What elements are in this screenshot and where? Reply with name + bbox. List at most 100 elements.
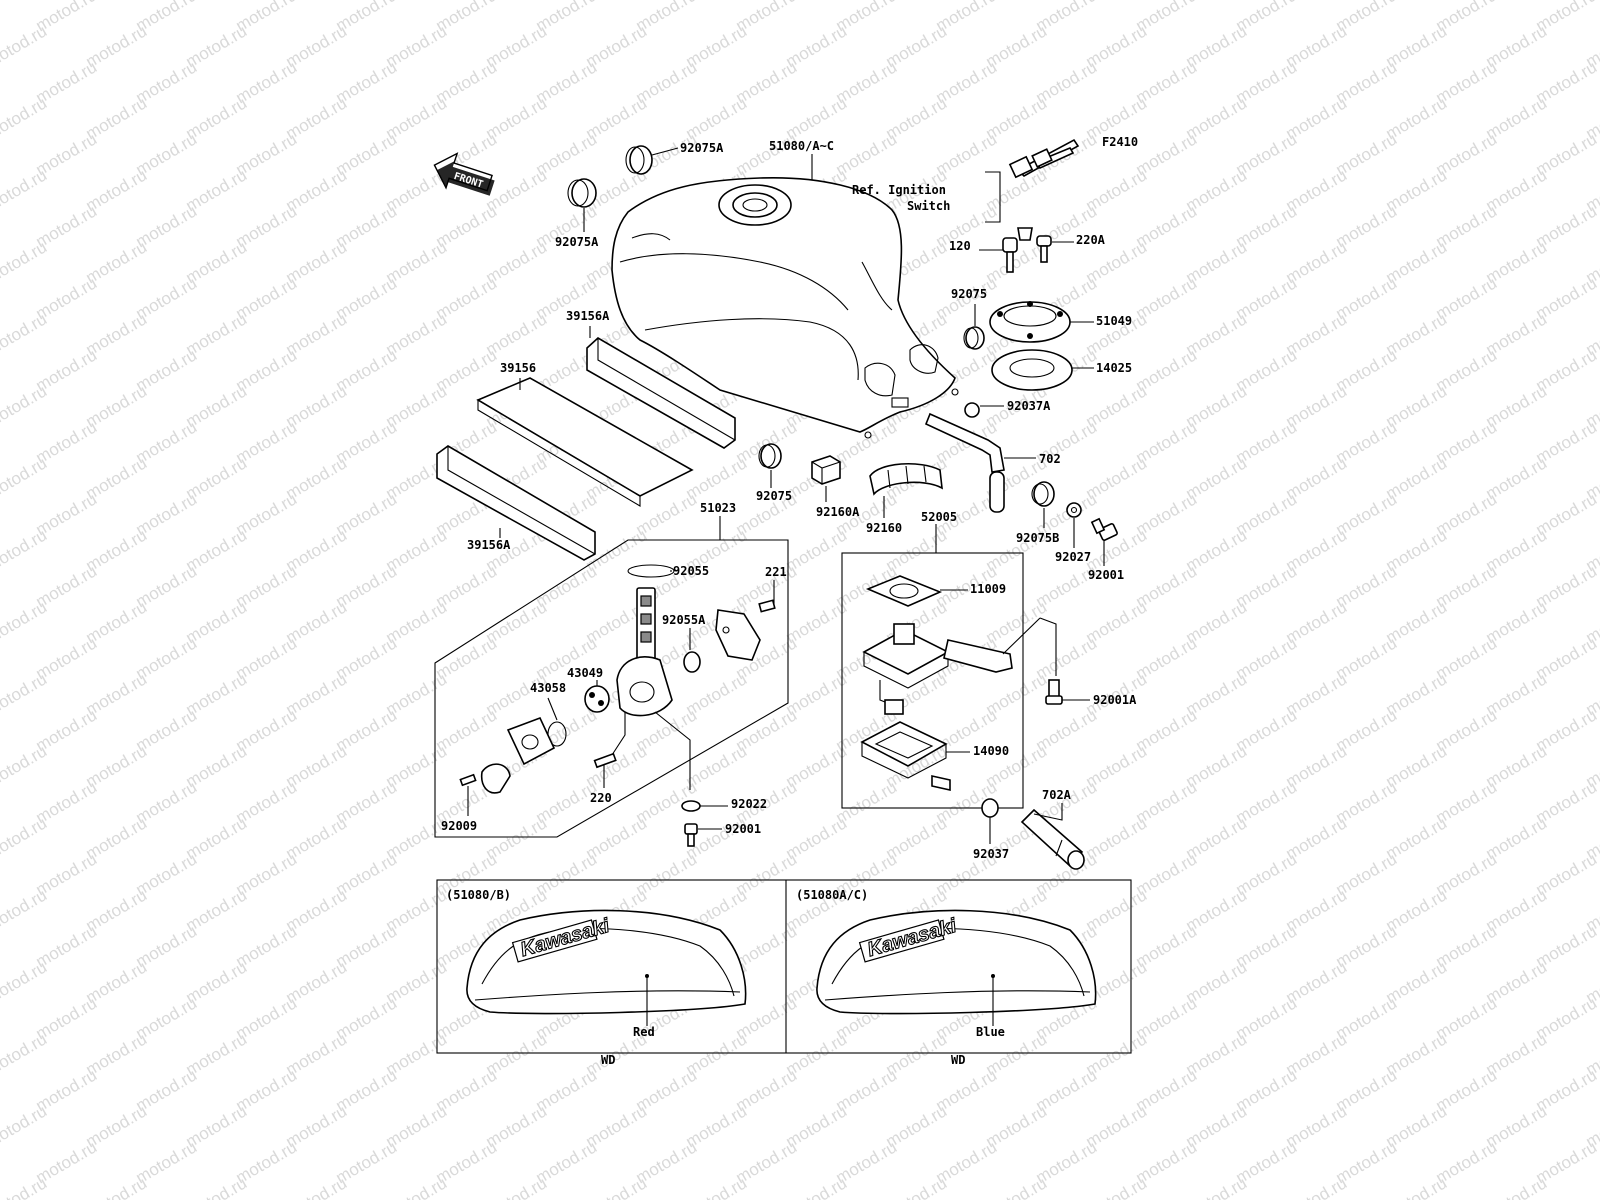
ignition-key-icon bbox=[1008, 138, 1080, 241]
pump-box bbox=[841, 552, 1024, 809]
part-number-92075: 92075 bbox=[951, 287, 987, 301]
clamp-92037A bbox=[964, 402, 980, 418]
part-number-39156a: 39156A bbox=[467, 538, 511, 552]
part-number-702: 702 bbox=[1039, 452, 1061, 466]
watermark-text: motod.ru bbox=[1483, 1173, 1551, 1200]
part-number-92160a: 92160A bbox=[816, 505, 860, 519]
variant-market-ac: WD bbox=[951, 1053, 965, 1067]
cushion-92075A-left bbox=[567, 178, 597, 208]
part-number-702a: 702A bbox=[1042, 788, 1072, 802]
part-number-39156a: 39156A bbox=[566, 309, 610, 323]
hose-702A bbox=[1020, 808, 1085, 870]
watermark-text: motod.ru bbox=[0, 525, 50, 575]
part-number-92009: 92009 bbox=[441, 819, 477, 833]
watermark-text: motod.ru bbox=[1383, 1173, 1451, 1200]
part-number-92055: 92055 bbox=[673, 564, 709, 578]
part-number-92001a: 92001A bbox=[1093, 693, 1137, 707]
part-number-14090: 14090 bbox=[973, 744, 1009, 758]
damper-92160 bbox=[869, 462, 943, 496]
fuel-cap-51049 bbox=[989, 301, 1071, 343]
cushion-92075-right bbox=[963, 326, 985, 350]
watermark-text: motod.ru bbox=[1183, 1173, 1251, 1200]
variant-code-ac: (51080A/C) bbox=[796, 888, 868, 902]
pad-39156A-top bbox=[586, 337, 736, 449]
watermark-text: motod.ru bbox=[383, 1173, 451, 1200]
watermark-text: motod.ru bbox=[0, 597, 50, 647]
watermark-text: motod.ru bbox=[0, 885, 50, 935]
watermark-text: motod.ru bbox=[0, 1029, 50, 1079]
watermark-text: motod.ru bbox=[0, 309, 50, 359]
screw-120 bbox=[1002, 237, 1018, 273]
watermark-text: motod.ru bbox=[0, 669, 50, 719]
watermark-text: motod.ru bbox=[0, 957, 50, 1007]
part-number-39156: 39156 bbox=[500, 361, 536, 375]
part-number-92037: 92037 bbox=[973, 847, 1009, 861]
variant-market-b: WD bbox=[601, 1053, 615, 1067]
callout-layer: 92075A 51080/A~C 92075A 120 220A 92075 51049 14… bbox=[441, 139, 1137, 861]
tank-variant-blue: Kawasaki bbox=[816, 909, 1097, 1026]
pump-assembly bbox=[860, 575, 1013, 791]
bolt-92001A bbox=[1002, 617, 1063, 705]
watermark-text: motod.ru bbox=[83, 1173, 151, 1200]
screw-220A bbox=[1036, 235, 1052, 263]
ref-bracket bbox=[985, 171, 1001, 223]
watermark-text: motod.ru bbox=[1283, 1173, 1351, 1200]
part-number-92001: 92001 bbox=[725, 822, 761, 836]
grommet-92075B bbox=[1031, 481, 1055, 507]
watermark-text: motod.ru bbox=[783, 1173, 851, 1200]
part-number-92075b: 92075B bbox=[1016, 531, 1059, 545]
cushion-92075-mid bbox=[758, 443, 782, 469]
part-number-220a: 220A bbox=[1076, 233, 1106, 247]
part-number-92001: 92001 bbox=[1088, 568, 1124, 582]
part-number-92022: 92022 bbox=[731, 797, 767, 811]
leader-line-702a bbox=[1033, 803, 1063, 821]
part-number-51049: 51049 bbox=[1096, 314, 1132, 328]
watermark-text: motod.ru bbox=[983, 1173, 1051, 1200]
part-number-221: 221 bbox=[765, 565, 787, 579]
front-arrow-icon: FRONT bbox=[433, 152, 495, 196]
part-number-43058: 43058 bbox=[530, 681, 566, 695]
watermark-text: motod.ru bbox=[0, 1173, 50, 1200]
watermark-text: motod.ru bbox=[683, 1173, 751, 1200]
ref-note-line2: Switch bbox=[907, 199, 950, 213]
watermark-text: motod.ru bbox=[1083, 1173, 1151, 1200]
hose-702 bbox=[924, 412, 1005, 513]
part-number-51080-a-c: 51080/A~C bbox=[769, 139, 834, 153]
watermark-text: motod.ru bbox=[0, 237, 50, 287]
part-number-14025: 14025 bbox=[1096, 361, 1132, 375]
watermark-text: motod.ru bbox=[0, 741, 50, 791]
fuel-cock-assembly bbox=[459, 564, 776, 847]
watermark-text: motod.ru bbox=[0, 165, 50, 215]
part-number-11009: 11009 bbox=[970, 582, 1006, 596]
watermark-text: motod.ru bbox=[0, 93, 50, 143]
watermark-text: motod.ru bbox=[0, 381, 50, 431]
variant-panels bbox=[436, 879, 1132, 1054]
part-number-92075: 92075 bbox=[756, 489, 792, 503]
part-number-51023: 51023 bbox=[700, 501, 736, 515]
tank-variant-red: Kawasaki bbox=[466, 909, 747, 1026]
part-number-92027: 92027 bbox=[1055, 550, 1091, 564]
leader-line-43058 bbox=[547, 697, 558, 721]
part-number-52005: 52005 bbox=[921, 510, 957, 524]
part-number-43049: 43049 bbox=[567, 666, 603, 680]
gasket-14025 bbox=[991, 349, 1073, 391]
part-number-92075a: 92075A bbox=[555, 235, 599, 249]
fuel-cock-box bbox=[434, 530, 789, 838]
watermark-text: motod.ru bbox=[0, 813, 50, 863]
part-number-220: 220 bbox=[590, 791, 612, 805]
fuel-tank-drawing bbox=[611, 176, 959, 439]
ref-note-line1: Ref. Ignition bbox=[852, 183, 946, 197]
part-number-92160: 92160 bbox=[866, 521, 902, 535]
part-number-92075a: 92075A bbox=[680, 141, 724, 155]
watermark-text: motod.ru bbox=[883, 1173, 951, 1200]
block-92160A bbox=[811, 455, 841, 485]
part-number-92055a: 92055A bbox=[662, 613, 706, 627]
figure-code: F2410 bbox=[1102, 135, 1138, 149]
washer-92027 bbox=[1066, 502, 1082, 518]
watermark-text: motod.ru bbox=[1583, 1173, 1600, 1200]
part-number-120: 120 bbox=[949, 239, 971, 253]
part-number-92037a: 92037A bbox=[1007, 399, 1051, 413]
clamp-92037 bbox=[981, 798, 999, 818]
watermark-text: motod.ru bbox=[483, 1173, 551, 1200]
